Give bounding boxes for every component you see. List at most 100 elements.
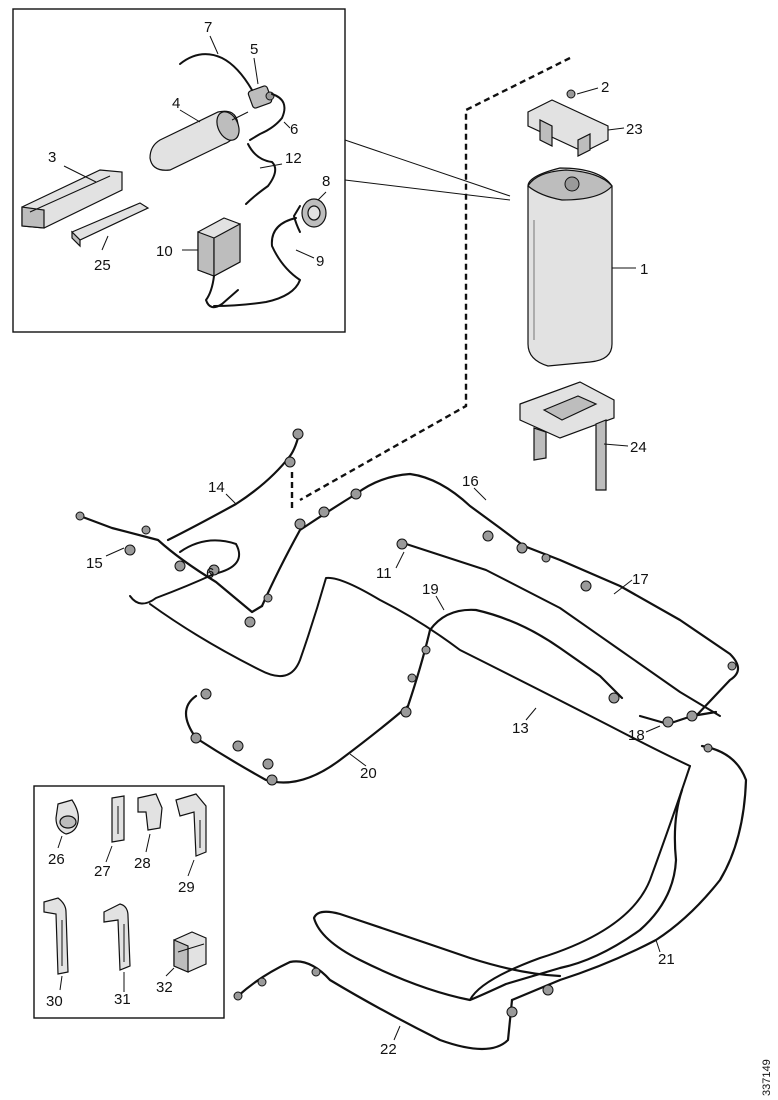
wire-part-7 [179, 53, 253, 91]
nut-part-2 [566, 87, 599, 99]
callout-18: 18 [628, 727, 645, 744]
leader-6 [283, 121, 291, 129]
pipe-runs [75, 428, 748, 1050]
leader-12 [259, 163, 283, 169]
line-part-11 [399, 541, 721, 717]
leader-28 [145, 833, 151, 853]
leader-22 [393, 1025, 401, 1041]
clip-part-28 [137, 793, 163, 831]
callout-25: 25 [94, 257, 111, 274]
callout-8: 8 [322, 173, 330, 190]
leader-21 [655, 939, 661, 953]
pipe-part-14 [166, 428, 302, 542]
callout-26: 26 [48, 851, 65, 868]
wire-part-6-main [129, 539, 241, 605]
pipe-part-17 [522, 544, 740, 718]
callout-29: 29 [178, 879, 195, 896]
callout-10: 10 [156, 243, 173, 260]
leader-26 [57, 835, 63, 849]
callout-1: 1 [640, 261, 648, 278]
clip-part-32 [173, 931, 207, 973]
pipe-part-15 [78, 514, 264, 614]
clip-part-29 [175, 793, 207, 857]
bracket-part-23 [527, 99, 625, 157]
leader-9 [295, 249, 315, 259]
callout-14: 14 [208, 479, 225, 496]
detail-inset: 7 5 4 6 3 12 8 10 9 25 [12, 8, 346, 333]
leader-27 [105, 845, 113, 863]
callout-20: 20 [360, 765, 377, 782]
leader-25 [101, 235, 109, 251]
leader-11 [395, 551, 405, 569]
pipe-part-21 [510, 744, 748, 1002]
callout-7: 7 [204, 19, 212, 36]
clip-part-27 [111, 795, 125, 843]
control-unit-part-10 [197, 217, 241, 309]
callout-3: 3 [48, 149, 56, 166]
clip-part-30 [43, 897, 69, 975]
clip-legend-frame [33, 785, 225, 1019]
callout-16: 16 [462, 473, 479, 490]
callout-5: 5 [250, 41, 258, 58]
callout-21: 21 [658, 951, 675, 968]
reference-number: 337149 [761, 1059, 773, 1096]
leader-13 [525, 707, 537, 721]
callout-32: 32 [156, 979, 173, 996]
pipe-part-19 [406, 608, 624, 708]
pipe-part-22 [236, 960, 514, 1050]
pipe-part-20 [184, 694, 410, 784]
pipe-part-18 [638, 710, 718, 726]
tray-part-24 [519, 381, 629, 491]
accumulator-part-4 [149, 110, 249, 171]
clip-part-26 [55, 799, 79, 835]
leader-4 [179, 109, 201, 123]
leader-18 [645, 725, 661, 733]
callout-30: 30 [46, 993, 63, 1010]
wire-part-9 [213, 217, 301, 307]
leader-16 [473, 487, 487, 501]
callout-19: 19 [422, 581, 439, 598]
pipe-loop [312, 788, 684, 1002]
callout-4: 4 [172, 95, 180, 112]
callout-11: 11 [376, 565, 392, 582]
clip-part-31 [103, 903, 131, 971]
leader-19 [435, 595, 445, 611]
callout-9: 9 [316, 253, 324, 270]
horn-part-8 [293, 198, 327, 233]
leader-17 [613, 579, 633, 595]
leader-7 [209, 35, 219, 55]
callout-31: 31 [114, 991, 131, 1008]
callout-17: 17 [632, 571, 649, 588]
pipe-clips [75, 428, 737, 1018]
assembly-dashed-line [299, 56, 571, 502]
wire-part-6-detail [249, 93, 286, 141]
tank-part-1 [527, 167, 636, 367]
leader-32 [165, 967, 175, 977]
inset-pointer-lower [344, 179, 511, 201]
callout-23: 23 [626, 121, 643, 138]
callout-15: 15 [86, 555, 103, 572]
callout-6-main: 6 [206, 565, 214, 582]
inset-pointer-upper [344, 139, 511, 197]
callout-27: 27 [94, 863, 111, 880]
callout-6: 6 [290, 121, 298, 138]
leader-14 [225, 493, 237, 505]
callout-22: 22 [380, 1041, 397, 1058]
clip-legend-inset: 26 27 28 29 30 31 32 [33, 785, 225, 1019]
wire-part-12 [245, 143, 277, 205]
strap-part-25 [70, 202, 150, 248]
leader-30 [59, 975, 63, 991]
leader-20 [349, 753, 367, 767]
line-part-13 [149, 576, 691, 767]
leader-8 [317, 191, 327, 201]
callout-2: 2 [601, 79, 609, 96]
leader-29 [187, 859, 195, 877]
callout-13: 13 [512, 720, 529, 737]
callout-12: 12 [285, 150, 302, 167]
bracket-part-3 [21, 169, 123, 229]
callout-24: 24 [630, 439, 647, 456]
leader-5 [253, 57, 259, 85]
leader-3 [63, 165, 97, 183]
line-part-13-lower [469, 765, 691, 1001]
